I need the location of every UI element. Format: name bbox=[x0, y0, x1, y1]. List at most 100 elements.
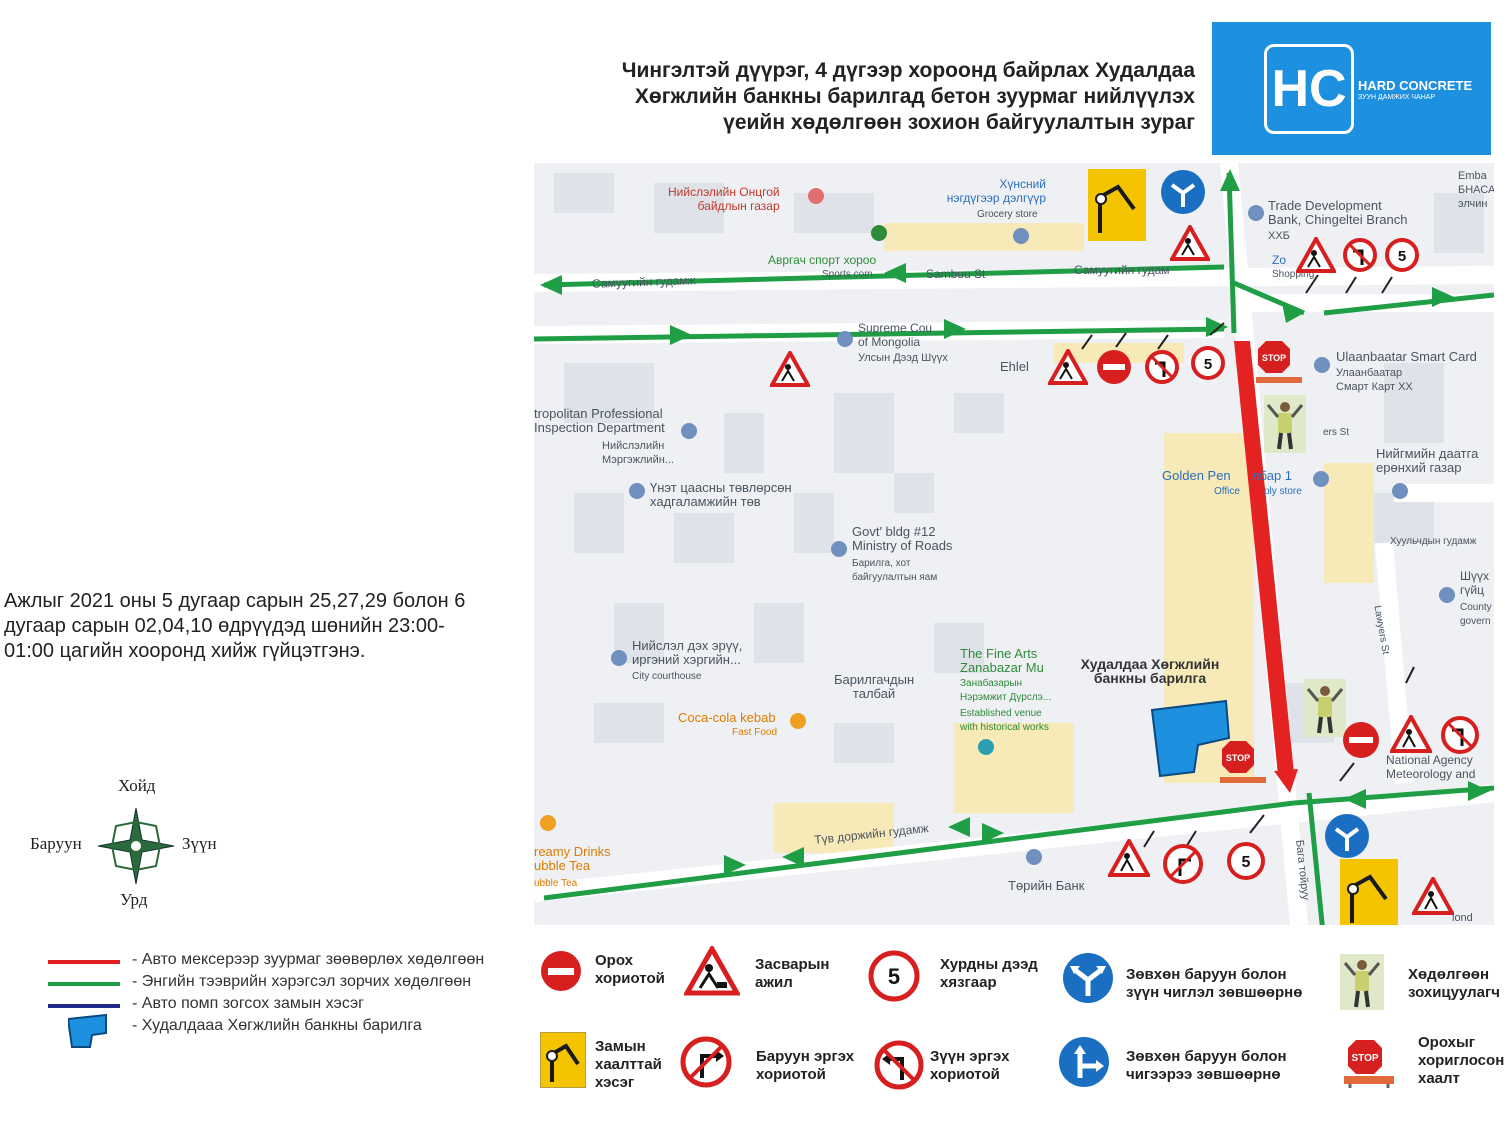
work-schedule-text: Ажлыг 2021 оны 5 дугаар сарын 25,27,29 б… bbox=[4, 590, 466, 662]
label-fastfood: Fast Food bbox=[732, 727, 778, 738]
logo-tagline: ЗУУН ДАМЖИХ ЧАНАР bbox=[1358, 94, 1436, 101]
symbol-right-left-only-label: Зөвхөн баруун болон зүүн чиглэл зөвшөөрн… bbox=[1126, 966, 1303, 1001]
compass-star-icon bbox=[98, 808, 174, 884]
legend-text-pump: - Авто помп зогсох замын хэсэг bbox=[132, 995, 364, 1012]
label-court: Нийслэл дэх эрүү, иргэний хэргийн... bbox=[632, 638, 743, 667]
symbol-no-left-turn bbox=[874, 1040, 924, 1095]
symbol-speed-limit-label: Хурдны дээд хязгаар bbox=[940, 956, 1038, 991]
svg-text:5: 5 bbox=[1204, 356, 1212, 373]
symbol-traffic-controller-label: Хөдөлгөөн зохицуулагч bbox=[1408, 966, 1500, 1001]
label-cocacola: Coca-cola kebab bbox=[678, 710, 776, 725]
label-established: Established venue with historical works bbox=[960, 708, 1049, 733]
symbol-traffic-controller bbox=[1340, 954, 1384, 1015]
concrete-mixer-route bbox=[1234, 341, 1298, 793]
label-supreme: Supreme Cou of Mongolia bbox=[858, 321, 933, 349]
label-unet: Үнэт цаасны төвлөрсөн хадгаламжийн төв bbox=[650, 480, 792, 509]
symbol-right-straight-only bbox=[1058, 1036, 1110, 1093]
legend-text-normal: - Энгийн тээврийн хэрэгсэл зорчих хөдөлг… bbox=[132, 973, 472, 990]
compass-rose: Хойд Урд Баруун Зүүн bbox=[28, 776, 228, 909]
label-ers-st: ers St bbox=[1323, 427, 1350, 438]
symbol-no-right-turn-label: Баруун эргэх хориотой bbox=[756, 1048, 855, 1083]
symbol-no-right-turn bbox=[680, 1036, 732, 1093]
label-onts-gazar: Нийслэлийн Онцгой байдлын газар bbox=[668, 185, 780, 213]
label-grocery: Grocery store bbox=[977, 209, 1038, 220]
label-khuulchiin: Хуульчдын гудамж bbox=[1390, 536, 1477, 547]
label-office: Office bbox=[1214, 486, 1240, 497]
turn-arrows bbox=[1081, 274, 1415, 848]
legend-building-icon bbox=[68, 1013, 107, 1048]
symbol-barrier-label: Орохыг хориглосон хаалт bbox=[1418, 1034, 1505, 1087]
svg-text:STOP: STOP bbox=[1351, 1053, 1378, 1064]
svg-text:STOP: STOP bbox=[1262, 353, 1286, 363]
symbol-road-work bbox=[682, 943, 742, 1001]
label-embassy: Emba БНАСА элчин bbox=[1458, 170, 1494, 210]
symbol-road-closed bbox=[539, 1031, 587, 1093]
label-metro-prof-mn: Нийслэлийн Мэргэжлийн... bbox=[602, 440, 674, 466]
svg-text:STOP: STOP bbox=[1226, 753, 1250, 763]
symbol-no-left-turn-label: Зүүн эргэх хориотой bbox=[930, 1048, 1010, 1083]
title-line-1: Чингэлтэй дүүрэг, 4 дүгээр хороонд байрл… bbox=[621, 59, 1195, 82]
label-national-agency: National Agency Meteorology and bbox=[1386, 753, 1476, 781]
label-zo: Zo bbox=[1272, 253, 1287, 267]
label-dreamy2: ubble Tea bbox=[534, 878, 578, 889]
label-samuugiin-east: Самуугийн гудам bbox=[1074, 263, 1170, 277]
label-county: County govern bbox=[1460, 602, 1492, 627]
legend-line-green bbox=[48, 982, 120, 986]
label-ehlel: Ehlel bbox=[1000, 359, 1029, 374]
label-supply: ply store bbox=[1264, 486, 1302, 497]
label-govt-mn: Барилга, хот байгуулалтын яам bbox=[852, 558, 938, 583]
label-sambuu-st: Sambuu St bbox=[926, 267, 986, 281]
compass-east: Зүүн bbox=[182, 834, 217, 853]
label-dreamy: reamy Drinks ubble Tea bbox=[534, 844, 611, 873]
label-trade-dev-mn: ХХБ bbox=[1268, 230, 1290, 242]
legend-line-navy bbox=[48, 1004, 120, 1008]
title-line-2: Хөгжлийн банкны барилгад бетон зуурмаг н… bbox=[634, 85, 1195, 108]
logo-mark: HC bbox=[1264, 44, 1354, 134]
label-trade-dev: Trade Development Bank, Chingeltei Branc… bbox=[1268, 198, 1408, 227]
label-bank-building: Худалдаа Хөгжлийн банкны барилга bbox=[1080, 656, 1220, 686]
label-shopping: Shopping bbox=[1272, 269, 1315, 280]
label-fine-arts: The Fine Arts Zanabazar Mu bbox=[960, 646, 1044, 675]
label-ub-smart-mn: Улаанбаатар Смарт Карт ХХ bbox=[1336, 367, 1413, 393]
compass-west: Баруун bbox=[30, 834, 82, 853]
symbol-right-left-only bbox=[1062, 952, 1114, 1009]
label-sports: Sports com bbox=[822, 269, 873, 280]
compass-south: Урд bbox=[120, 890, 148, 909]
symbol-no-entry bbox=[540, 950, 582, 997]
map-pins bbox=[540, 188, 1455, 865]
symbol-barrier: STOP bbox=[1342, 1038, 1396, 1093]
symbol-right-straight-only-label: Зөвхөн баруун болон чигээрээ зөвшөөрнө bbox=[1126, 1048, 1287, 1083]
label-govt: Govt' bldg #12 Ministry of Roads bbox=[852, 524, 953, 553]
label-fine-arts-mn: Занабазарын Нэрэмжит Дүрслэ... bbox=[960, 678, 1052, 703]
map-blocks bbox=[554, 173, 1484, 763]
label-court-en: City courthouse bbox=[632, 671, 702, 682]
logo-brand: HARD CONCRETE bbox=[1358, 78, 1473, 93]
label-shuukh: Шүүх гүйц bbox=[1460, 569, 1489, 597]
label-metro-prof: tropolitan Professional Inspection Depar… bbox=[534, 406, 665, 435]
label-avragch: Авргач спорт хороо bbox=[768, 253, 877, 267]
label-lond: lond bbox=[1452, 912, 1473, 924]
symbol-road-work-label: Засварын ажил bbox=[755, 956, 830, 991]
legend-text-building: - Худалдааа Хөгжлийн банкны барилга bbox=[132, 1017, 422, 1034]
bank-building-footprint bbox=[1150, 699, 1231, 778]
label-niigmiin: Нийгмийн даатга ерөнхий газар bbox=[1376, 446, 1479, 475]
symbol-road-closed-label: Замын хаалттай хэсэг bbox=[595, 1038, 662, 1091]
svg-text:5: 5 bbox=[888, 964, 900, 989]
map-title: Чингэлтэй дүүрэг, 4 дүгээр хороонд байрл… bbox=[540, 58, 1195, 136]
title-line-3: үеийн хөдөлгөөн зохион байгуулалтын зура… bbox=[723, 111, 1195, 134]
compass-north: Хойд bbox=[118, 776, 156, 795]
label-albar: лбар 1 bbox=[1252, 468, 1293, 483]
label-golden-pen: Golden Pen bbox=[1162, 468, 1231, 483]
legend-text-mixer: - Авто мексерээр зуурмаг зөөвөрлөх хөдөл… bbox=[132, 951, 485, 968]
traffic-arrowheads bbox=[540, 169, 1490, 875]
symbol-no-entry-label: Орох хориотой bbox=[595, 952, 665, 987]
traffic-map: Нийслэлийн Онцгой байдлын газар Хүнсний … bbox=[534, 163, 1494, 925]
symbol-speed-limit: 5 bbox=[868, 950, 920, 1007]
svg-text:5: 5 bbox=[1242, 854, 1251, 871]
svg-text:5: 5 bbox=[1398, 248, 1406, 265]
legend-line-red bbox=[48, 960, 120, 964]
label-khunsnii: Хүнсний нэгдүгээр дэлгүүр bbox=[946, 177, 1046, 205]
label-ub-smart: Ulaanbaatar Smart Card bbox=[1336, 349, 1477, 364]
hard-concrete-logo: HC HARD CONCRETE ЗУУН ДАМЖИХ ЧАНАР bbox=[1212, 22, 1491, 155]
label-turiin-bank: Төрийн Банк bbox=[1008, 878, 1085, 893]
